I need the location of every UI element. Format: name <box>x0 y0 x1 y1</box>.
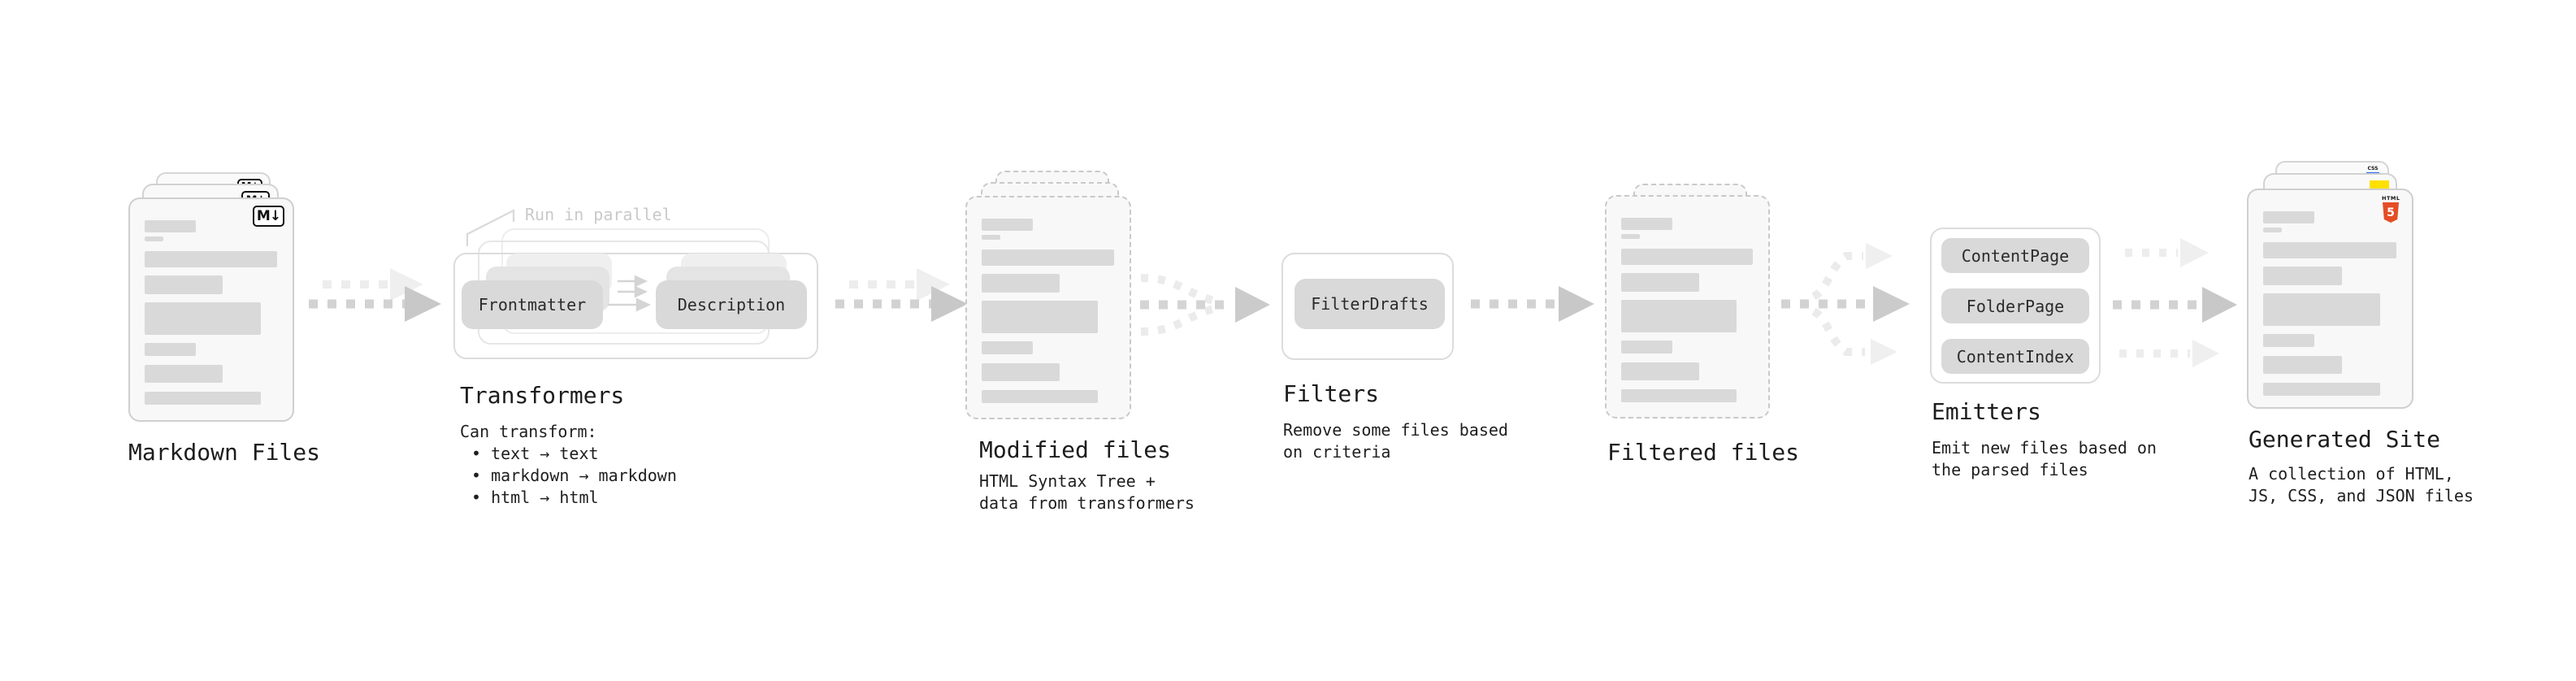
markdown-doc-front: M↓ <box>128 197 294 422</box>
transformer-card-frontmatter: Frontmatter <box>462 280 603 329</box>
description-line: Remove some files based <box>1283 420 1508 440</box>
stage-title-filtered-files: Filtered files <box>1607 439 1800 466</box>
doc-text-bar <box>2263 228 2283 232</box>
doc-text-bar <box>1621 218 1672 230</box>
description-line: • html → html <box>471 488 599 507</box>
generated-description: A collection of HTML, JS, CSS, and JSON … <box>2249 463 2474 507</box>
html5-icon-shield: 5 <box>2383 202 2399 223</box>
flow-arrow-emitters-to-generated <box>2113 238 2237 367</box>
doc-text-bar <box>982 363 1060 381</box>
doc-text-bar <box>145 302 261 335</box>
doc-text-bar <box>2263 356 2342 374</box>
transformers-box-front <box>453 253 818 359</box>
stage-title-modified-files: Modified files <box>979 436 1172 463</box>
doc-text-bar <box>982 235 1001 240</box>
description-line: on criteria <box>1283 442 1391 462</box>
filtered-doc-front <box>1605 195 1770 419</box>
description-line: the parsed files <box>1932 460 2088 479</box>
doc-text-bar <box>2263 242 2396 258</box>
js-icon <box>2370 180 2389 189</box>
flow-arrow-transformers-to-modified <box>835 268 968 322</box>
doc-text-bar <box>1621 389 1737 402</box>
doc-text-bar <box>2263 293 2380 326</box>
doc-text-bar <box>1621 249 1753 265</box>
description-line: Can transform: <box>460 422 597 441</box>
description-line: JS, CSS, and JSON files <box>2249 486 2474 505</box>
doc-text-bar <box>982 249 1114 266</box>
doc-text-bar <box>2263 267 2342 285</box>
card-link-arrows-icon <box>608 275 651 312</box>
doc-text-bar <box>2263 334 2315 347</box>
doc-text-bar <box>145 275 223 294</box>
doc-text-bar <box>1621 234 1641 239</box>
run-in-parallel-note: Run in parallel <box>525 205 672 224</box>
modified-description: HTML Syntax Tree + data from transformer… <box>979 471 1195 514</box>
doc-text-bar <box>982 341 1034 354</box>
emitter-chip-folderpage: FolderPage <box>1941 288 2089 323</box>
doc-text-bar <box>1621 273 1699 292</box>
filter-chip-filterdrafts: FilterDrafts <box>1295 279 1445 329</box>
stage-title-transformers: Transformers <box>460 382 625 409</box>
markdown-icon: M↓ <box>253 206 284 227</box>
emitter-chip-contentpage: ContentPage <box>1941 238 2089 273</box>
emitters-description: Emit new files based on the parsed files <box>1932 437 2157 481</box>
modified-doc-front <box>965 196 1131 419</box>
description-line: • text → text <box>471 444 599 463</box>
flow-arrow-filters-to-filtered <box>1471 286 1594 322</box>
doc-text-bar <box>982 274 1060 293</box>
stage-title-emitters: Emitters <box>1932 398 2041 425</box>
description-line: data from transformers <box>979 493 1195 513</box>
run-in-parallel-leader-line <box>466 209 515 246</box>
doc-text-bar <box>2263 383 2380 396</box>
stage-title-filters: Filters <box>1283 380 1380 407</box>
description-line: A collection of HTML, <box>2249 464 2454 484</box>
doc-placeholder-text <box>982 219 1117 403</box>
doc-text-bar <box>145 365 223 383</box>
doc-text-bar <box>1621 300 1737 332</box>
doc-placeholder-text <box>145 220 280 405</box>
flow-arrow-filtered-to-emitters <box>1781 243 1910 365</box>
doc-text-bar <box>1621 362 1699 380</box>
html5-icon: HTML 5 <box>2382 195 2400 223</box>
description-line: HTML Syntax Tree + <box>979 471 1156 491</box>
doc-text-bar <box>2263 211 2315 223</box>
doc-text-bar <box>145 343 197 356</box>
flow-arrow-modified-to-filters <box>1140 274 1270 336</box>
flow-arrow-markdown-to-transformers <box>309 268 441 322</box>
doc-text-bar <box>982 390 1098 403</box>
doc-text-bar <box>982 301 1098 333</box>
transformer-card-description: Description <box>656 280 807 329</box>
doc-placeholder-text <box>1621 218 1755 402</box>
doc-text-bar <box>145 392 261 405</box>
doc-text-bar <box>145 251 277 267</box>
description-line: • markdown → markdown <box>471 466 677 485</box>
emitter-chip-contentindex: ContentIndex <box>1941 339 2089 374</box>
html5-icon-label: HTML <box>2382 195 2400 202</box>
generated-doc-html: HTML 5 <box>2247 189 2413 409</box>
doc-text-bar <box>145 220 197 232</box>
description-line: Emit new files based on <box>1932 438 2157 458</box>
doc-text-bar <box>145 236 164 241</box>
doc-placeholder-text <box>2263 211 2399 396</box>
doc-text-bar <box>1621 340 1672 354</box>
transformers-description: Can transform: • text → text • markdown … <box>460 421 677 509</box>
stage-title-generated-site: Generated Site <box>2249 426 2441 453</box>
stage-title-markdown-files: Markdown Files <box>128 439 321 466</box>
css-icon-label: CSS <box>2367 166 2379 171</box>
filters-description: Remove some files based on criteria <box>1283 419 1508 463</box>
doc-text-bar <box>982 219 1034 231</box>
